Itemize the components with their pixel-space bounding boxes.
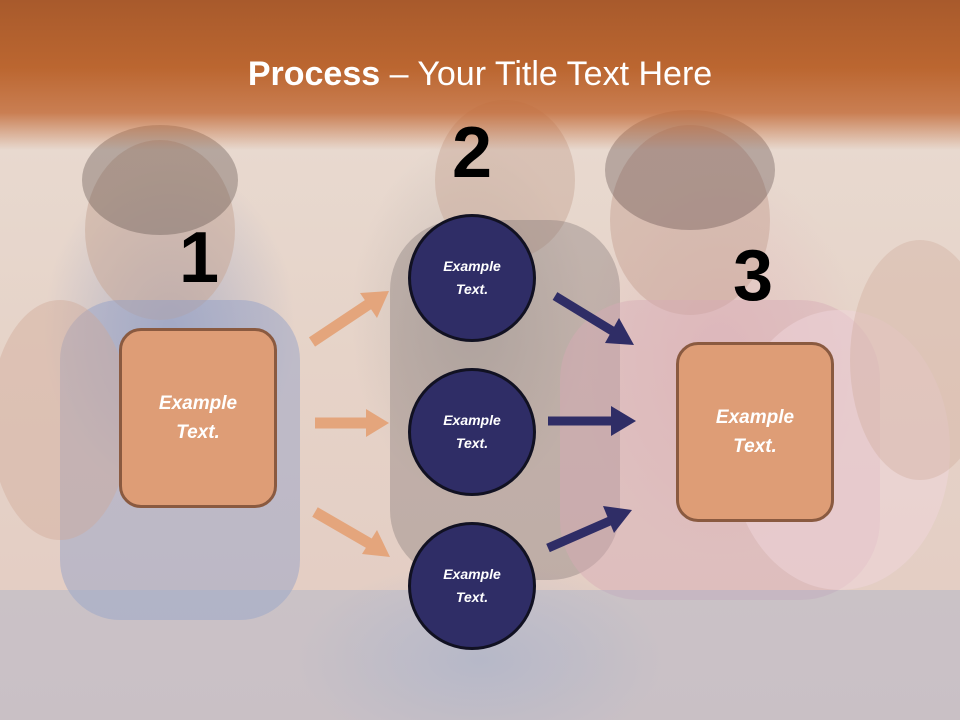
title-bar	[0, 0, 960, 150]
navy-arrow-right	[548, 406, 636, 436]
orange-arrow-up	[308, 291, 389, 347]
slide-title: Process – Your Title Text Here	[0, 52, 960, 96]
step-number-2: 2	[451, 113, 493, 193]
left-box-line2: Text.	[176, 422, 220, 443]
circle-top-line2: Text.	[455, 281, 489, 297]
circle-bottom-line1: Example	[443, 566, 501, 582]
title-bold: Process	[247, 55, 381, 93]
orange-arrow-right	[315, 409, 389, 437]
right-box-line2: Text.	[733, 436, 777, 457]
step-number-1: 1	[178, 218, 220, 298]
circle-middle-line2: Text.	[455, 435, 489, 451]
circle-bottom-line2: Text.	[455, 589, 489, 605]
orange-arrow-down	[312, 507, 390, 557]
circle-top-line1: Example	[443, 258, 501, 274]
navy-arrow-up	[546, 506, 632, 553]
right-box-line1: Example	[715, 407, 795, 428]
title-rest: – Your Title Text Here	[380, 55, 713, 93]
step-number-3: 3	[732, 236, 774, 316]
navy-arrow-down	[552, 292, 634, 345]
left-box-line1: Example	[158, 393, 238, 414]
circle-middle-line1: Example	[443, 412, 501, 428]
